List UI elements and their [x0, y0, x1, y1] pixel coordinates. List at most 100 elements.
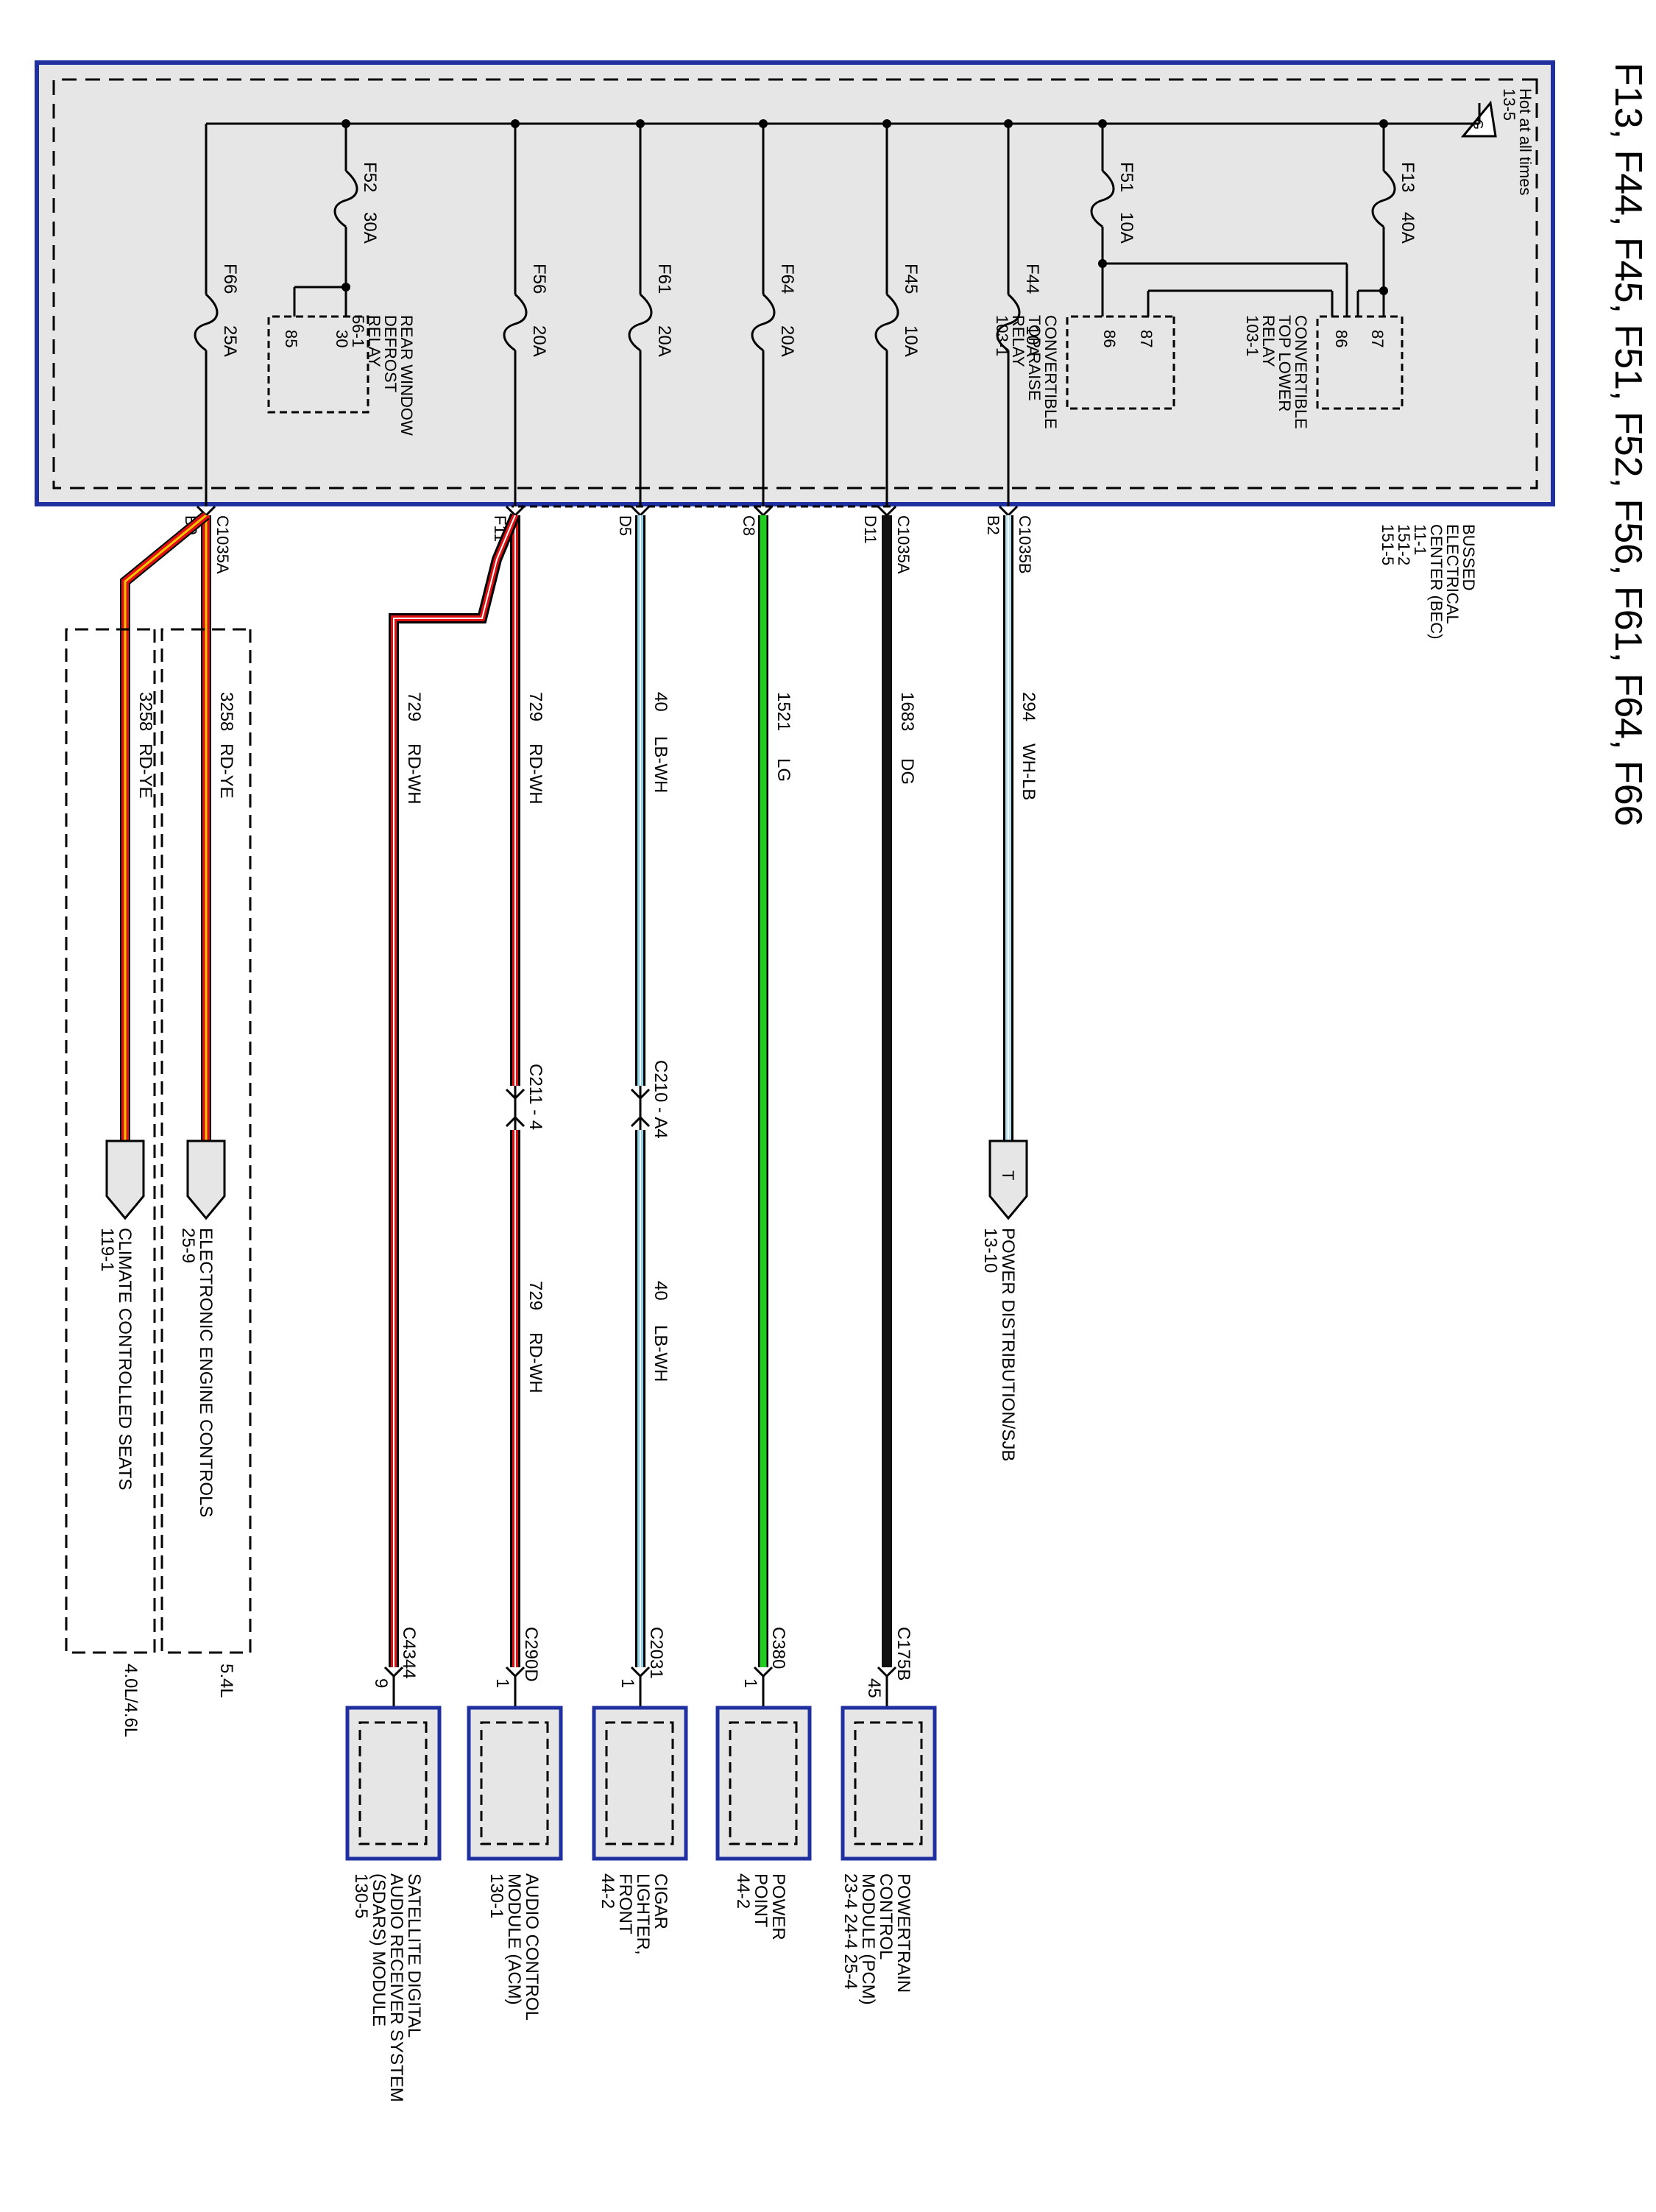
svg-text:F44: F44	[1022, 264, 1042, 294]
svg-text:729: 729	[526, 692, 545, 721]
svg-text:F64: F64	[777, 264, 797, 294]
svg-text:B2: B2	[984, 515, 1002, 535]
ref-arrow-pdsjb-icon	[988, 1139, 1028, 1220]
svg-text:729: 729	[526, 1281, 545, 1310]
f56-branch: F56 20A	[503, 124, 549, 506]
wire-729-sdars: 729 RD-WH	[389, 513, 520, 1667]
wire-1521: 1521 LG	[758, 515, 793, 1667]
svg-text:23-4 24-4 25-4: 23-4 24-4 25-4	[841, 1873, 860, 1989]
page-title: F13, F44, F45, F51, F52, F56, F61, F64, …	[1607, 63, 1649, 827]
svg-text:294: 294	[1019, 692, 1038, 721]
svg-text:F45: F45	[901, 264, 921, 294]
svg-text:RELAY: RELAY	[365, 315, 383, 367]
svg-text:F52: F52	[360, 162, 380, 192]
svg-text:POWER: POWER	[768, 1873, 788, 1940]
fuse-f66-icon	[194, 293, 219, 352]
svg-text:C2031: C2031	[646, 1627, 666, 1679]
svg-text:C175B: C175B	[894, 1627, 913, 1681]
variant-label-54: 5.4L	[216, 1664, 236, 1698]
bec-dashed-border	[52, 78, 1538, 490]
svg-text:RD-YE: RD-YE	[216, 743, 236, 799]
svg-text:3258: 3258	[216, 692, 236, 731]
svg-text:RD-WH: RD-WH	[526, 743, 545, 805]
ref-pdsjb-label: POWER DISTRIBUTION/SJB	[998, 1228, 1018, 1461]
wire-294: 294 WH-LB T POWER DISTRIBUTION/SJB 13-10	[980, 515, 1038, 1461]
svg-text:1: 1	[618, 1678, 637, 1688]
svg-text:103-1: 103-1	[1243, 315, 1262, 356]
svg-text:30: 30	[333, 330, 351, 347]
fuse-f61-icon	[628, 293, 653, 352]
svg-text:LB-WH: LB-WH	[651, 1325, 670, 1382]
svg-text:CONVERTIBLE: CONVERTIBLE	[1292, 315, 1310, 429]
svg-text:LG: LG	[774, 758, 793, 782]
svg-text:45: 45	[864, 1678, 884, 1698]
svg-text:CENTER (BEC): CENTER (BEC)	[1427, 524, 1446, 639]
svg-text:C290D: C290D	[521, 1627, 541, 1682]
svg-text:C1035A: C1035A	[894, 515, 913, 574]
svg-text:C8: C8	[740, 515, 758, 536]
ref-eec-label: ELECTRONIC ENGINE CONTROLS	[196, 1228, 216, 1517]
svg-text:25-9: 25-9	[178, 1228, 198, 1263]
svg-text:40: 40	[651, 1281, 670, 1301]
f13-branch: F13 40A 87 86 CONVERTIBLE TOP LOWER RELA…	[1243, 124, 1418, 429]
svg-text:56-1: 56-1	[349, 315, 367, 347]
svg-text:RD-WH: RD-WH	[404, 743, 424, 805]
svg-text:RELAY: RELAY	[1259, 315, 1278, 367]
svg-text:86: 86	[1332, 330, 1351, 347]
svg-text:729: 729	[404, 692, 424, 721]
svg-text:F51: F51	[1117, 162, 1136, 192]
svg-text:TOP LOWER: TOP LOWER	[1275, 315, 1294, 411]
ref-arrow-seats-icon	[105, 1139, 145, 1220]
variant-label-4046: 4.0L/4.6L	[121, 1664, 141, 1737]
svg-text:87: 87	[1137, 330, 1156, 347]
svg-text:CONVERTIBLE: CONVERTIBLE	[1041, 315, 1060, 429]
f45-branch: F45 10A	[874, 124, 921, 506]
svg-text:C210 - A4: C210 - A4	[651, 1060, 670, 1139]
svg-text:151-5: 151-5	[1379, 524, 1397, 565]
svg-text:10A: 10A	[1022, 325, 1042, 357]
bec-connectors: C1035B B2 C1035A D11 C8 D5 F11 C1035A B9	[182, 515, 1034, 574]
f52-branch: F52 30A 30 85 REAR WINDOW DEFROST RELAY …	[267, 124, 416, 436]
ref-arrow-eec-icon	[186, 1139, 226, 1220]
svg-text:(SDARS) MODULE: (SDARS) MODULE	[369, 1873, 389, 2027]
svg-text:AUDIO CONTROL: AUDIO CONTROL	[522, 1873, 542, 2021]
bec-label: BUSSED ELECTRICAL CENTER (BEC) 11-1 151-…	[1379, 524, 1478, 639]
svg-text:DG: DG	[897, 758, 917, 785]
hot-ref: 13-5	[1500, 88, 1518, 121]
svg-text:44-2: 44-2	[733, 1873, 753, 1909]
svg-text:13-10: 13-10	[980, 1228, 1000, 1273]
module-cigar-lighter: C2031 1 CIGAR LIGHTER, FRONT 44-2	[592, 1627, 688, 1955]
svg-text:1683: 1683	[897, 692, 917, 731]
svg-text:F61: F61	[654, 264, 674, 294]
svg-text:20A: 20A	[529, 325, 549, 357]
module-power-point: C380 1 POWER POINT 44-2	[715, 1627, 812, 1940]
svg-text:103-1: 103-1	[993, 315, 1011, 356]
fuse-f44-icon	[996, 293, 1021, 352]
svg-text:T: T	[999, 1170, 1017, 1180]
svg-text:C1035B: C1035B	[1016, 515, 1034, 574]
module-sdars: C4344 9 SATELLITE DIGITAL AUDIO RECEIVER…	[345, 1627, 442, 2102]
relay-rear-defrost	[267, 315, 369, 414]
svg-text:30A: 30A	[360, 212, 380, 244]
svg-text:3258: 3258	[135, 692, 155, 731]
svg-text:9: 9	[371, 1678, 391, 1688]
svg-text:C211 - 4: C211 - 4	[526, 1064, 545, 1130]
svg-text:POINT: POINT	[751, 1873, 771, 1928]
wire-1683: 1683 DG	[882, 515, 917, 1667]
relay-convertible-raise	[1066, 315, 1175, 410]
svg-text:25A: 25A	[220, 325, 240, 357]
svg-text:20A: 20A	[777, 325, 797, 357]
svg-text:1521: 1521	[774, 692, 793, 731]
svg-text:D5: D5	[616, 515, 634, 536]
module-acm: C290D 1 AUDIO CONTROL MODULE (ACM) 130-1	[467, 1627, 563, 2021]
svg-text:130-5: 130-5	[351, 1873, 371, 1918]
svg-text:40A: 40A	[1398, 212, 1418, 244]
svg-text:11-1: 11-1	[1411, 524, 1429, 555]
hot-label: Hot at all times	[1516, 88, 1535, 196]
svg-text:10A: 10A	[1117, 212, 1136, 244]
fuse-f13-icon	[1371, 169, 1396, 228]
svg-text:MODULE (ACM): MODULE (ACM)	[504, 1873, 524, 2005]
svg-text:130-1: 130-1	[486, 1873, 506, 1918]
svg-text:C380: C380	[768, 1627, 788, 1669]
